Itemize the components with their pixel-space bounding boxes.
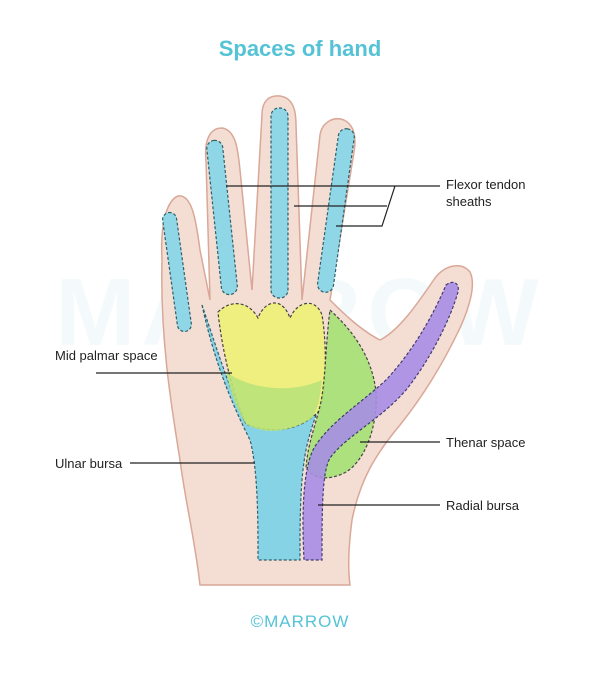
footer-logo: ©MARROW: [250, 612, 350, 631]
flexor-tendon-sheaths: [162, 107, 355, 333]
flexor-leader: [226, 185, 440, 227]
flexor-sheath-middle: [270, 107, 289, 299]
leader-lines: [96, 185, 440, 506]
radial-bursa: [302, 281, 459, 561]
flexor-sheath-little: [162, 211, 192, 333]
mid-palmar-lower: [226, 372, 322, 431]
label-flexor-tendon-sheaths: Flexor tendon sheaths: [446, 177, 526, 209]
label-mid-palmar-space: Mid palmar space: [55, 348, 158, 363]
flexor-sheath-ring: [206, 139, 238, 296]
label-radial-bursa: Radial bursa: [446, 498, 519, 513]
page-title: Spaces of hand: [218, 36, 382, 61]
label-ulnar-bursa: Ulnar bursa: [55, 456, 123, 471]
flexor-sheath-index: [316, 128, 355, 293]
label-thenar-space: Thenar space: [446, 435, 526, 450]
